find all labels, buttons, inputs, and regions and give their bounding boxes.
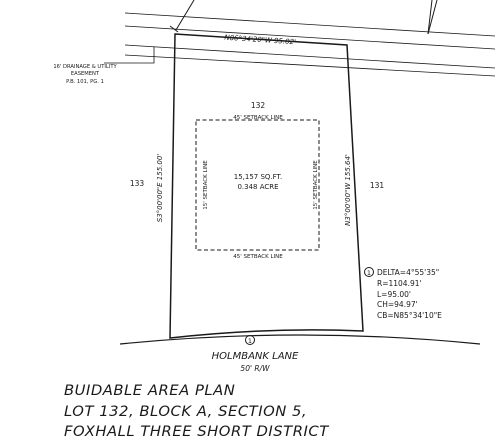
lot-area-acre: 0.348 ACRE xyxy=(237,183,278,191)
neighbor-lot-left: 133 xyxy=(130,179,145,188)
street-curve-marker: 1 xyxy=(245,335,255,345)
curve-length: L=95.00' xyxy=(377,290,411,299)
setback-box xyxy=(195,119,320,251)
easement-note-line2: EASEMENT xyxy=(71,71,100,77)
svg-text:1: 1 xyxy=(248,337,252,345)
setback-label-front: 45' SETBACK LINE xyxy=(233,115,283,121)
curve-chord-bearing: CB=N85°34'10"E xyxy=(377,311,442,320)
lot-number: 132 xyxy=(251,101,266,110)
easement-note-line3: P.B. 101, PG. 1 xyxy=(66,79,104,85)
curve-chord: CH=94.97' xyxy=(377,300,418,309)
easement-lines xyxy=(124,12,495,77)
street-row: 50' R/W xyxy=(240,364,270,373)
north-arrow-icon xyxy=(427,0,438,35)
easement-leader xyxy=(104,47,155,64)
curve-delta: DELTA=4°55'35" xyxy=(377,268,439,277)
setback-label-left: 15' SETBACK LINE xyxy=(203,160,209,210)
setback-label-rear: 45' SETBACK LINE xyxy=(233,254,283,260)
neighbor-lot-right: 131 xyxy=(370,181,385,190)
lot-area-sqft: 15,157 SQ.FT. xyxy=(234,173,282,181)
street-name: HOLMBANK LANE xyxy=(212,351,299,362)
plan-title-line2: LOT 132, BLOCK A, SECTION 5, xyxy=(64,404,308,420)
bearing-west: S3°00'00"E 155.00' xyxy=(156,154,164,222)
curve-marker: 1 xyxy=(364,267,374,277)
plan-title-line1: BUIDABLE AREA PLAN xyxy=(64,383,236,399)
setback-label-right: 15' SETBACK LINE xyxy=(313,160,319,210)
svg-text:1: 1 xyxy=(367,269,371,277)
plan-title-line3: FOXHALL THREE SHORT DISTRICT xyxy=(64,424,329,440)
lot-boundary xyxy=(169,33,364,339)
curve-radius: R=1104.91' xyxy=(377,279,422,288)
bearing-east: N3°00'00"W 155.64' xyxy=(344,154,352,226)
street-row-line xyxy=(119,334,481,345)
easement-note-line1: 16' DRAINAGE & UTILITY xyxy=(53,64,117,70)
